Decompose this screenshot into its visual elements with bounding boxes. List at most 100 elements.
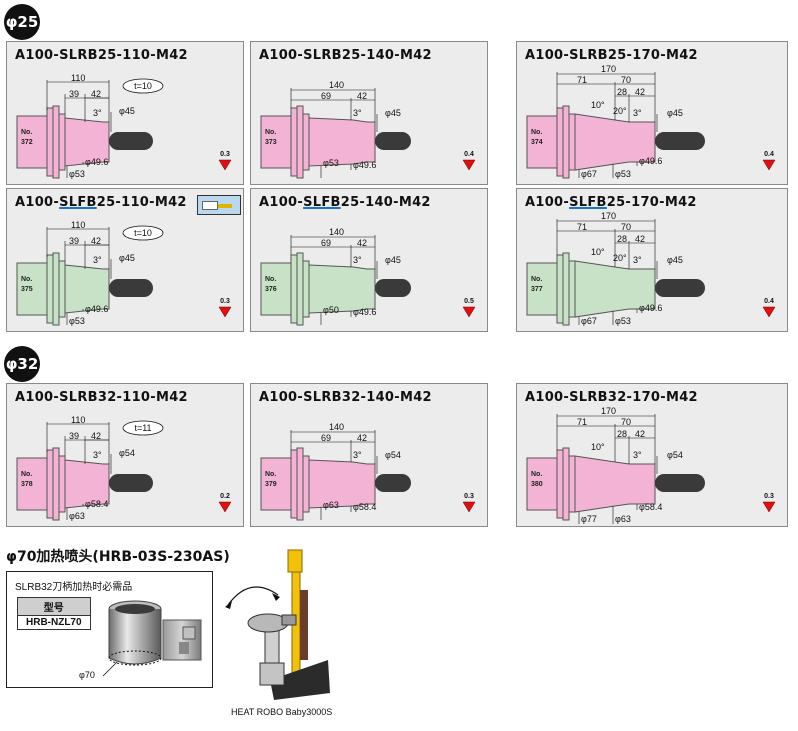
title-part: A100-SLRB25-110-M42 — [15, 48, 188, 63]
runout-value: 0.3 — [464, 493, 474, 500]
dim-d3: φ53 — [615, 169, 631, 179]
holder-body — [308, 459, 376, 509]
holder-taper — [16, 262, 48, 316]
title-part: A100-SLRB25-140-M42 — [259, 48, 432, 63]
holder-model-title: A100-SLFB25-110-M42 — [15, 195, 187, 210]
dim-length: 110 — [71, 415, 85, 425]
dim-d2: φ63 — [615, 514, 631, 524]
dim-d1: φ49.6 — [85, 304, 108, 314]
wall-thickness-label: t=11 — [134, 423, 151, 433]
holder-flange — [52, 447, 60, 521]
tool-shank — [109, 279, 153, 297]
dim-b: 70 — [621, 222, 631, 232]
holder-flange — [52, 105, 60, 179]
title-part: A100-SLRB25-170-M42 — [525, 48, 698, 63]
nozzle-section-title: φ70加热喷头(HRB-03S-230AS) — [6, 549, 230, 565]
title-part: A100- — [259, 195, 304, 210]
holder-flange — [296, 105, 304, 179]
runout-value: 0.4 — [464, 151, 474, 158]
holder-flange — [296, 252, 304, 326]
holder-flange — [52, 252, 60, 326]
nozzle-illustration: φ70 — [79, 600, 202, 680]
dim-c: 28 — [617, 87, 627, 97]
title-part: SLFB — [569, 195, 607, 210]
title-part: 25-140-M42 — [340, 195, 431, 210]
dim-bore: φ45 — [667, 255, 683, 265]
dim-b: 70 — [621, 75, 631, 85]
dim-d2: φ67 — [581, 316, 597, 326]
dim-length: 110 — [71, 220, 85, 230]
badge-phi25: φ25 — [4, 4, 40, 40]
holder-number-label: No. — [265, 129, 276, 136]
holder-taper — [526, 262, 558, 316]
dim-length: 110 — [71, 73, 85, 83]
machine-caption: HEAT ROBO Baby3000S — [231, 707, 333, 717]
dim-angle1: 10° — [591, 247, 605, 257]
runout-value: 0.3 — [764, 493, 774, 500]
dim-c: 28 — [617, 429, 627, 439]
holder-number: 374 — [531, 139, 543, 146]
dim-a: 39 — [69, 431, 79, 441]
dim-b: 42 — [91, 236, 101, 246]
holder-flange — [562, 447, 570, 521]
dim-angle3: 3° — [633, 108, 642, 118]
dim-d2: φ63 — [69, 511, 85, 521]
dim-a: 71 — [577, 417, 587, 427]
nozzle-box-header: SLRB32刀柄加热时必需品 — [15, 582, 133, 593]
title-part: 25-110-M42 — [96, 195, 187, 210]
dim-angle: 3° — [93, 108, 102, 118]
badge-phi32-label: φ32 — [5, 355, 39, 373]
dim-length: 140 — [329, 80, 344, 90]
dim-b: 42 — [91, 431, 101, 441]
tool-shank — [655, 474, 705, 492]
dim-a: 69 — [321, 91, 331, 101]
dim-b: 42 — [357, 433, 367, 443]
dim-b: 70 — [621, 417, 631, 427]
dim-d2: φ49.6 — [353, 160, 376, 170]
dim-d: 42 — [635, 234, 645, 244]
dim-angle: 3° — [353, 450, 362, 460]
dim-angle1: 10° — [591, 100, 605, 110]
dim-d2: φ67 — [581, 169, 597, 179]
runout-arrow-icon — [218, 159, 232, 171]
dim-d1: φ49.6 — [639, 156, 662, 166]
dim-length: 170 — [601, 211, 616, 221]
dim-a: 39 — [69, 89, 79, 99]
dim-bore: φ45 — [119, 106, 135, 116]
dim-angle3: 3° — [633, 450, 642, 460]
holder-model-title: A100-SLRB32-140-M42 — [259, 390, 432, 405]
runout-value: 0.3 — [220, 298, 230, 305]
dim-bore: φ45 — [667, 108, 683, 118]
dim-a: 39 — [69, 236, 79, 246]
holder-body — [64, 459, 110, 509]
dim-bore: φ54 — [667, 450, 683, 460]
holder-number: 376 — [265, 286, 277, 293]
dim-angle: 3° — [353, 255, 362, 265]
dim-d2: φ49.6 — [353, 307, 376, 317]
dim-d1: φ77 — [581, 514, 597, 524]
runout-value: 0.4 — [764, 298, 774, 305]
dim-a: 71 — [577, 222, 587, 232]
runout-arrow-icon — [762, 501, 776, 513]
dim-bore: φ45 — [385, 108, 401, 118]
tool-shank — [375, 474, 411, 492]
dim-a: 71 — [577, 75, 587, 85]
title-part: SLFB — [303, 195, 341, 210]
dim-angle: 3° — [93, 255, 102, 265]
dim-angle2: 20° — [613, 106, 627, 116]
holder-number: 378 — [21, 481, 33, 488]
dim-bore: φ54 — [119, 448, 135, 458]
holder-number: 372 — [21, 139, 33, 146]
dim-d2: φ58.4 — [353, 502, 376, 512]
holder-body — [64, 264, 110, 314]
dim-d1: φ49.6 — [639, 303, 662, 313]
